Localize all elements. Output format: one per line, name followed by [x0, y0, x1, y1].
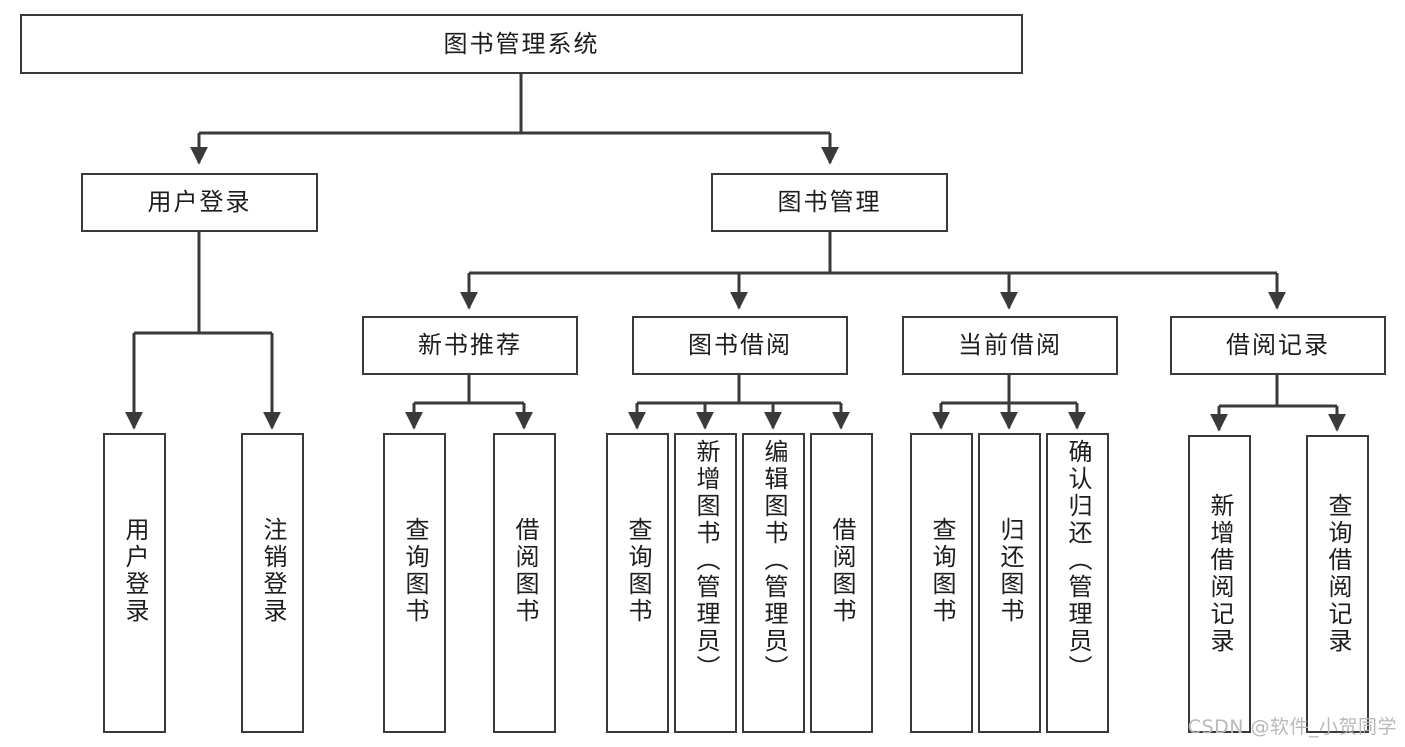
- node-user-login-label: 用户登录: [147, 188, 252, 217]
- leaf-query-book-3-label: 查询图书: [927, 517, 956, 625]
- leaf-query-book-2[interactable]: 查询图书: [606, 433, 669, 733]
- leaf-query-book-1-label: 查询图书: [400, 517, 429, 625]
- leaf-add-record-label: 新增借阅记录: [1205, 493, 1234, 655]
- node-borrow-record-label: 借阅记录: [1226, 331, 1330, 360]
- leaf-query-record-label: 查询借阅记录: [1323, 493, 1352, 655]
- leaf-edit-book[interactable]: 编辑图书（管理员）: [742, 433, 805, 733]
- node-book-manage[interactable]: 图书管理: [711, 173, 948, 232]
- node-root[interactable]: 图书管理系统: [20, 14, 1023, 74]
- leaf-borrow-book-2-label: 借阅图书: [827, 517, 856, 625]
- node-current-borrow[interactable]: 当前借阅: [902, 316, 1118, 375]
- leaf-borrow-book-1-label: 借阅图书: [510, 517, 539, 625]
- watermark-text: CSDN @软件_小贺同学: [1187, 716, 1397, 738]
- node-new-book-recommend[interactable]: 新书推荐: [362, 316, 578, 375]
- leaf-logout-login[interactable]: 注销登录: [241, 433, 304, 733]
- leaf-confirm-return[interactable]: 确认归还（管理员）: [1046, 433, 1109, 733]
- leaf-confirm-return-label: 确认归还（管理员）: [1063, 439, 1092, 682]
- leaf-query-book-3[interactable]: 查询图书: [910, 433, 973, 733]
- node-borrow-record[interactable]: 借阅记录: [1170, 316, 1386, 375]
- leaf-add-book-label: 新增图书（管理员）: [691, 439, 720, 682]
- node-user-login[interactable]: 用户登录: [81, 173, 318, 232]
- node-book-borrow[interactable]: 图书借阅: [632, 316, 848, 375]
- leaf-borrow-book-1[interactable]: 借阅图书: [493, 433, 556, 733]
- leaf-return-book[interactable]: 归还图书: [978, 433, 1041, 733]
- leaf-add-record[interactable]: 新增借阅记录: [1188, 435, 1251, 733]
- leaf-query-book-2-label: 查询图书: [623, 517, 652, 625]
- leaf-user-login[interactable]: 用户登录: [103, 433, 166, 733]
- leaf-borrow-book-2[interactable]: 借阅图书: [810, 433, 873, 733]
- leaf-logout-login-label: 注销登录: [258, 517, 287, 625]
- node-book-manage-label: 图书管理: [777, 188, 882, 217]
- node-book-borrow-label: 图书借阅: [688, 331, 792, 360]
- leaf-return-book-label: 归还图书: [995, 517, 1024, 625]
- leaf-user-login-label: 用户登录: [120, 517, 149, 625]
- leaf-add-book[interactable]: 新增图书（管理员）: [674, 433, 737, 733]
- leaf-query-record[interactable]: 查询借阅记录: [1306, 435, 1369, 733]
- leaf-query-book-1[interactable]: 查询图书: [383, 433, 446, 733]
- leaf-edit-book-label: 编辑图书（管理员）: [759, 439, 788, 682]
- node-new-book-recommend-label: 新书推荐: [418, 331, 522, 360]
- node-root-label: 图书管理系统: [443, 29, 600, 58]
- node-current-borrow-label: 当前借阅: [958, 331, 1062, 360]
